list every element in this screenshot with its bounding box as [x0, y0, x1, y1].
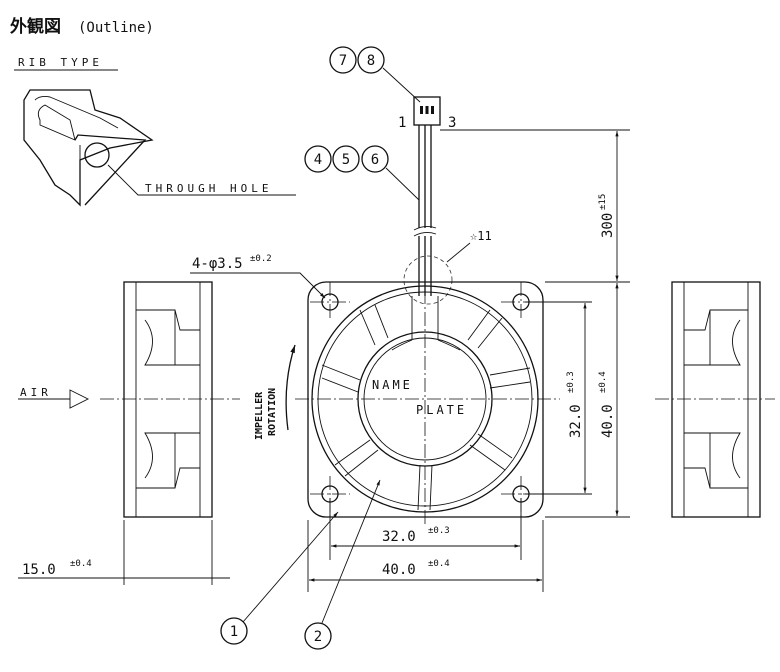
- svg-text:4: 4: [314, 152, 322, 168]
- pin-3-label: 3: [448, 115, 456, 131]
- svg-text:5: 5: [342, 152, 350, 168]
- detail-circle: [403, 255, 453, 305]
- wire-leader: [385, 167, 420, 201]
- rotation-label: IMPELLER ROTATION: [254, 388, 278, 440]
- pitch-v-dim: 32.0 ±0.3: [566, 371, 584, 438]
- callout-2-leader: [321, 479, 381, 624]
- svg-text:300: 300: [600, 213, 616, 238]
- pitch-h-value: 32.0: [382, 529, 416, 545]
- hole-spec-tol: ±0.2: [250, 254, 272, 264]
- air-arrow: [18, 389, 90, 409]
- width-h-tol: ±0.4: [428, 559, 450, 569]
- svg-text:1: 1: [230, 624, 238, 640]
- svg-text:IMPELLER: IMPELLER: [254, 391, 265, 440]
- callout-8: 8: [357, 46, 385, 74]
- depth-value: 15.0: [22, 562, 56, 578]
- pitch-h-tol: ±0.3: [428, 526, 450, 536]
- rib-detail-sketch: [23, 89, 154, 207]
- through-hole-circle: [84, 142, 110, 168]
- cable-length-dim: 300 ±15: [598, 194, 616, 238]
- svg-text:2: 2: [314, 629, 322, 645]
- mounting-holes: [321, 293, 530, 503]
- star-note: ☆11: [470, 229, 492, 243]
- callout-2: 2: [304, 622, 332, 650]
- width-v-dim: 40.0 ±0.4: [598, 371, 616, 438]
- depth-tol: ±0.4: [70, 559, 92, 569]
- nameplate-line2: PLATE: [416, 403, 467, 417]
- svg-text:32.0: 32.0: [568, 404, 584, 438]
- svg-text:±0.3: ±0.3: [566, 371, 576, 393]
- connector: [413, 96, 441, 126]
- hole-spec-leader: [190, 272, 326, 299]
- width-h-value: 40.0: [382, 562, 416, 578]
- title-en: (Outline): [78, 20, 154, 36]
- rotation-arrow: [285, 344, 296, 431]
- callout-5: 5: [332, 145, 360, 173]
- connector-leader: [382, 67, 421, 103]
- svg-text:7: 7: [339, 53, 347, 69]
- through-hole-label: THROUGH HOLE: [145, 182, 272, 195]
- callout-1-leader: [242, 511, 339, 623]
- nameplate-line1: NAME: [372, 378, 413, 392]
- pin-1-label: 1: [398, 115, 406, 131]
- star-note-leader: [446, 242, 471, 263]
- svg-text:8: 8: [367, 53, 375, 69]
- air-label: AIR: [20, 386, 52, 399]
- callout-1: 1: [220, 617, 248, 645]
- svg-text:±15: ±15: [598, 194, 608, 210]
- callout-6: 6: [361, 145, 389, 173]
- svg-text:6: 6: [371, 152, 379, 168]
- through-hole-leader: [107, 164, 296, 196]
- lead-wires: [413, 125, 437, 296]
- svg-text:40.0: 40.0: [600, 404, 616, 438]
- fan-side-view-left: [123, 281, 213, 518]
- rib-type-label: RIB TYPE: [18, 56, 103, 69]
- svg-text:ROTATION: ROTATION: [267, 388, 278, 436]
- callout-7: 7: [329, 46, 357, 74]
- fan-side-view-right: [671, 281, 761, 518]
- hole-spec: 4-φ3.5: [192, 256, 243, 272]
- title-jp: 外観図: [10, 16, 61, 37]
- callout-4: 4: [304, 145, 332, 173]
- svg-text:±0.4: ±0.4: [598, 371, 608, 393]
